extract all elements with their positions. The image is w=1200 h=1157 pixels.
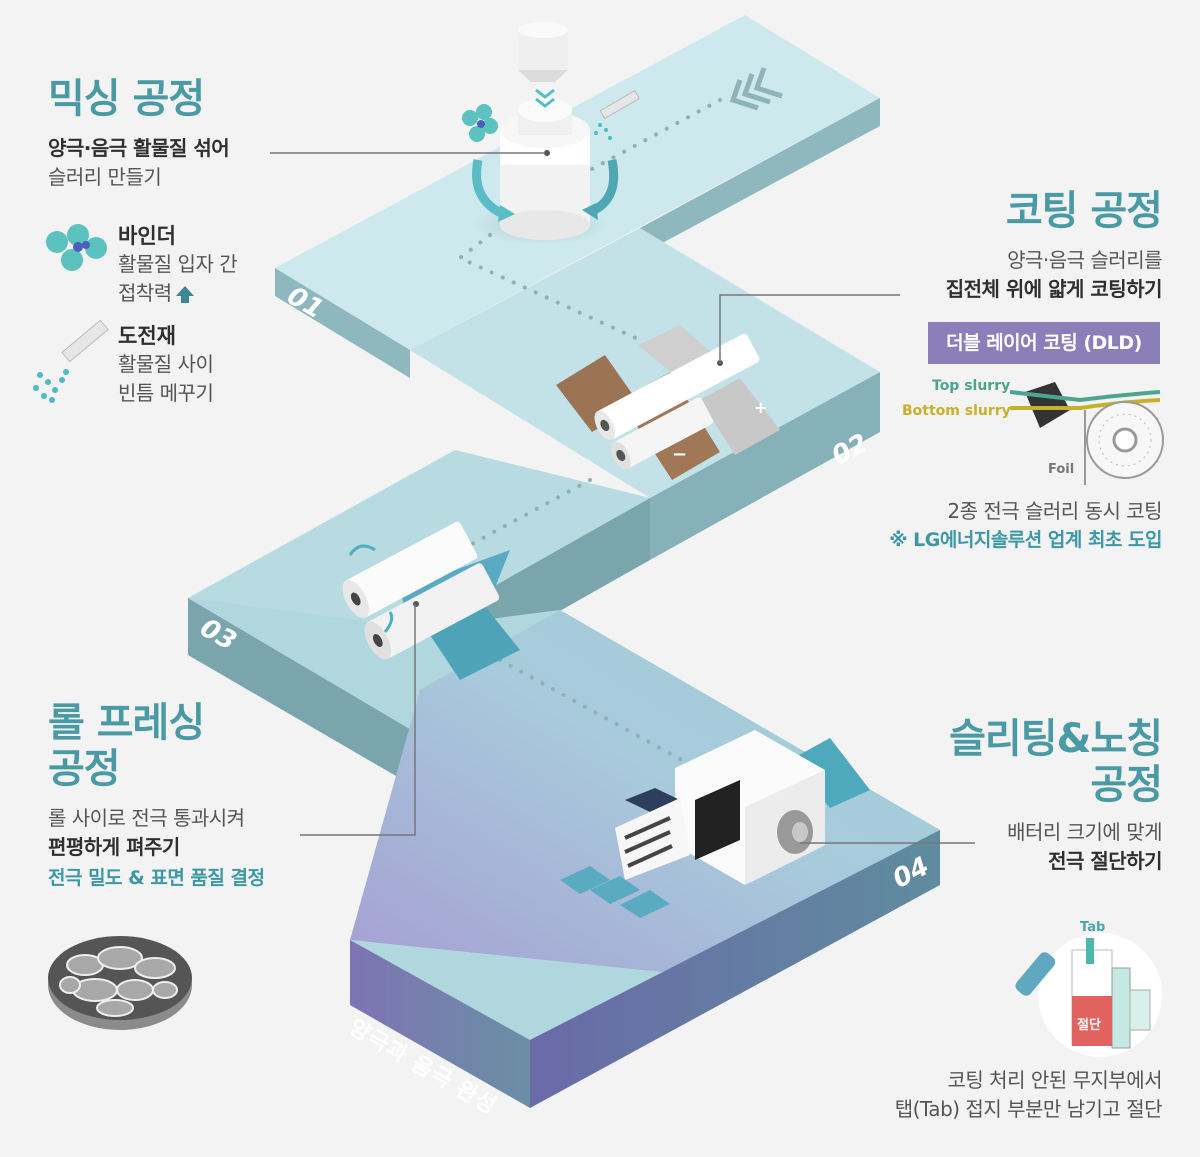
slitting-note: 코팅 처리 안된 무지부에서 탭(Tab) 접지 부분만 남기고 절단 — [894, 1066, 1163, 1124]
slitting-desc: 배터리 크기에 맞게 — [1007, 820, 1162, 844]
slitting-note-line2: 탭(Tab) 접지 부분만 남기고 절단 — [894, 1097, 1163, 1121]
binder-title: 바인더 — [118, 224, 176, 248]
slitting-title-2: 공정 — [1090, 762, 1163, 808]
foil-label: Foil — [1048, 462, 1075, 477]
direction-chevron-icon — [729, 67, 783, 111]
roll-press-title-1: 롤 프레싱 — [48, 700, 205, 746]
roll-press-desc-bold: 편평하게 펴주기 — [48, 835, 180, 859]
mixing-desc: 슬러리 만들기 — [48, 165, 162, 189]
coating-note: 2종 전극 슬러리 동시 코팅 ※ LG에너지솔루션 업계 최초 도입 — [889, 497, 1162, 554]
mixing-title: 믹싱 공정 — [48, 76, 205, 122]
tab-cutting-diagram — [1015, 933, 1162, 1057]
conductive-title: 도전재 — [118, 324, 176, 348]
roll-press-desc: 롤 사이로 전극 통과시켜 — [48, 806, 245, 830]
coating-roller-icon: + − — [556, 325, 780, 480]
conductive-agent-tube-icon — [33, 319, 109, 403]
bottom-slurry-label: Bottom slurry — [902, 403, 1011, 419]
coating-desc-bold: 집전체 위에 얇게 코팅하기 — [945, 277, 1163, 301]
conductive-line1: 활물질 사이 — [118, 352, 214, 376]
coating-section: 코팅 공정 양극·음극 슬러리를 집전체 위에 얇게 코팅하기 — [945, 188, 1163, 304]
conductive-line2: 빈틈 메꾸기 — [118, 381, 214, 405]
mixing-desc-bold: 양극·음극 활물질 섞어 — [48, 136, 230, 160]
roll-press-icon — [342, 521, 520, 680]
slitting-machine-icon — [560, 730, 870, 918]
roll-press-title-2: 공정 — [48, 746, 121, 792]
up-arrow-icon — [175, 286, 194, 303]
slitting-title-1: 슬리팅&노칭 — [949, 716, 1163, 762]
dld-badge: 더블 레이어 코팅 (DLD) — [928, 322, 1160, 364]
binder-line2: 접착력 — [118, 281, 172, 305]
svg-text:+: + — [754, 398, 767, 417]
coating-note-text: 2종 전극 슬러리 동시 코팅 — [947, 499, 1162, 523]
svg-text:−: − — [672, 444, 687, 465]
binder-line1: 활물질 입자 간 — [118, 252, 238, 276]
callout-lines — [270, 152, 975, 844]
flow-dotted-line — [456, 98, 722, 772]
electrode-cross-section-icon — [48, 936, 192, 1030]
binder-molecule-icon — [46, 224, 107, 271]
slitting-note-line1: 코팅 처리 안된 무지부에서 — [947, 1068, 1163, 1092]
slitting-desc-bold: 전극 절단하기 — [1048, 849, 1162, 873]
binder-info: 바인더 활물질 입자 간 접착력 — [118, 222, 238, 308]
tab-label: Tab — [1080, 920, 1106, 935]
mixer-machine-icon — [462, 22, 641, 245]
cut-label: 절단 — [1077, 1018, 1101, 1033]
conductive-info: 도전재 활물질 사이 빈틈 메꾸기 — [118, 322, 214, 408]
coating-title: 코팅 공정 — [1005, 188, 1163, 234]
top-slurry-label: Top slurry — [932, 378, 1011, 394]
slitting-section: 슬리팅&노칭 공정 배터리 크기에 맞게 전극 절단하기 — [949, 716, 1163, 876]
roll-press-section: 롤 프레싱 공정 롤 사이로 전극 통과시켜 편평하게 펴주기 전극 밀도 & … — [48, 700, 265, 892]
coating-desc: 양극·음극 슬러리를 — [1007, 248, 1162, 272]
double-layer-coating-diagram — [1009, 382, 1164, 485]
coating-highlight: ※ LG에너지솔루션 업계 최초 도입 — [889, 529, 1162, 551]
mixing-section: 믹싱 공정 양극·음극 활물질 섞어 슬러리 만들기 — [48, 76, 230, 192]
roll-press-highlight: 전극 밀도 & 표면 품질 결정 — [48, 867, 265, 889]
